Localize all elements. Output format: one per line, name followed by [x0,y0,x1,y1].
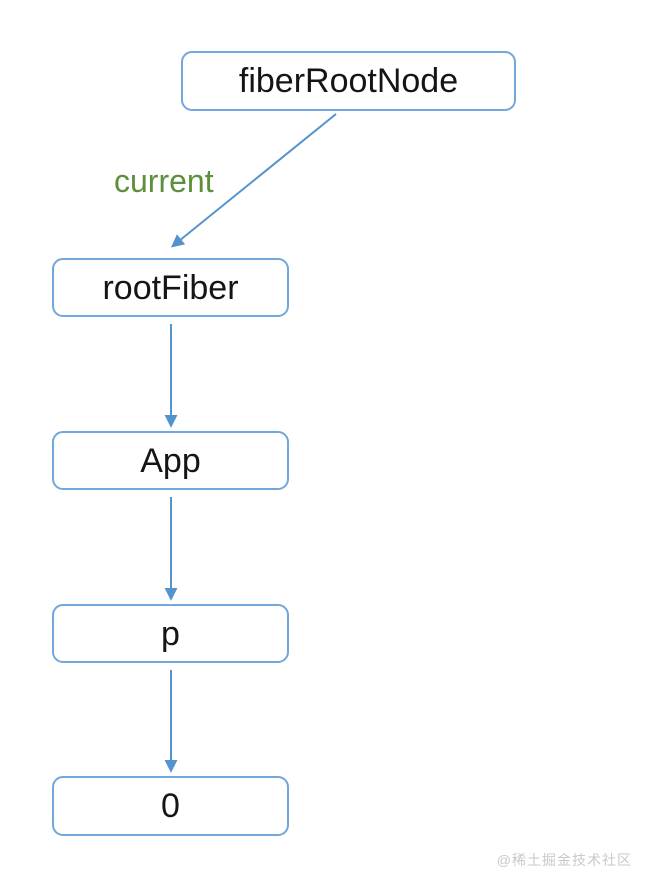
watermark: @稀土掘金技术社区 [496,852,632,868]
node-app-label: App [140,441,201,480]
node-p-label: p [161,614,180,653]
node-p: p [52,604,289,663]
edge-label-current: current [114,163,214,199]
node-fiberrootnode-label: fiberRootNode [238,62,459,100]
node-0: 0 [52,776,289,836]
node-fiberrootnode: fiberRootNode [181,51,516,111]
node-rootfiber: rootFiber [52,258,289,317]
node-rootfiber-label: rootFiber [102,268,239,307]
node-app: App [52,431,289,490]
node-0-label: 0 [161,787,180,825]
